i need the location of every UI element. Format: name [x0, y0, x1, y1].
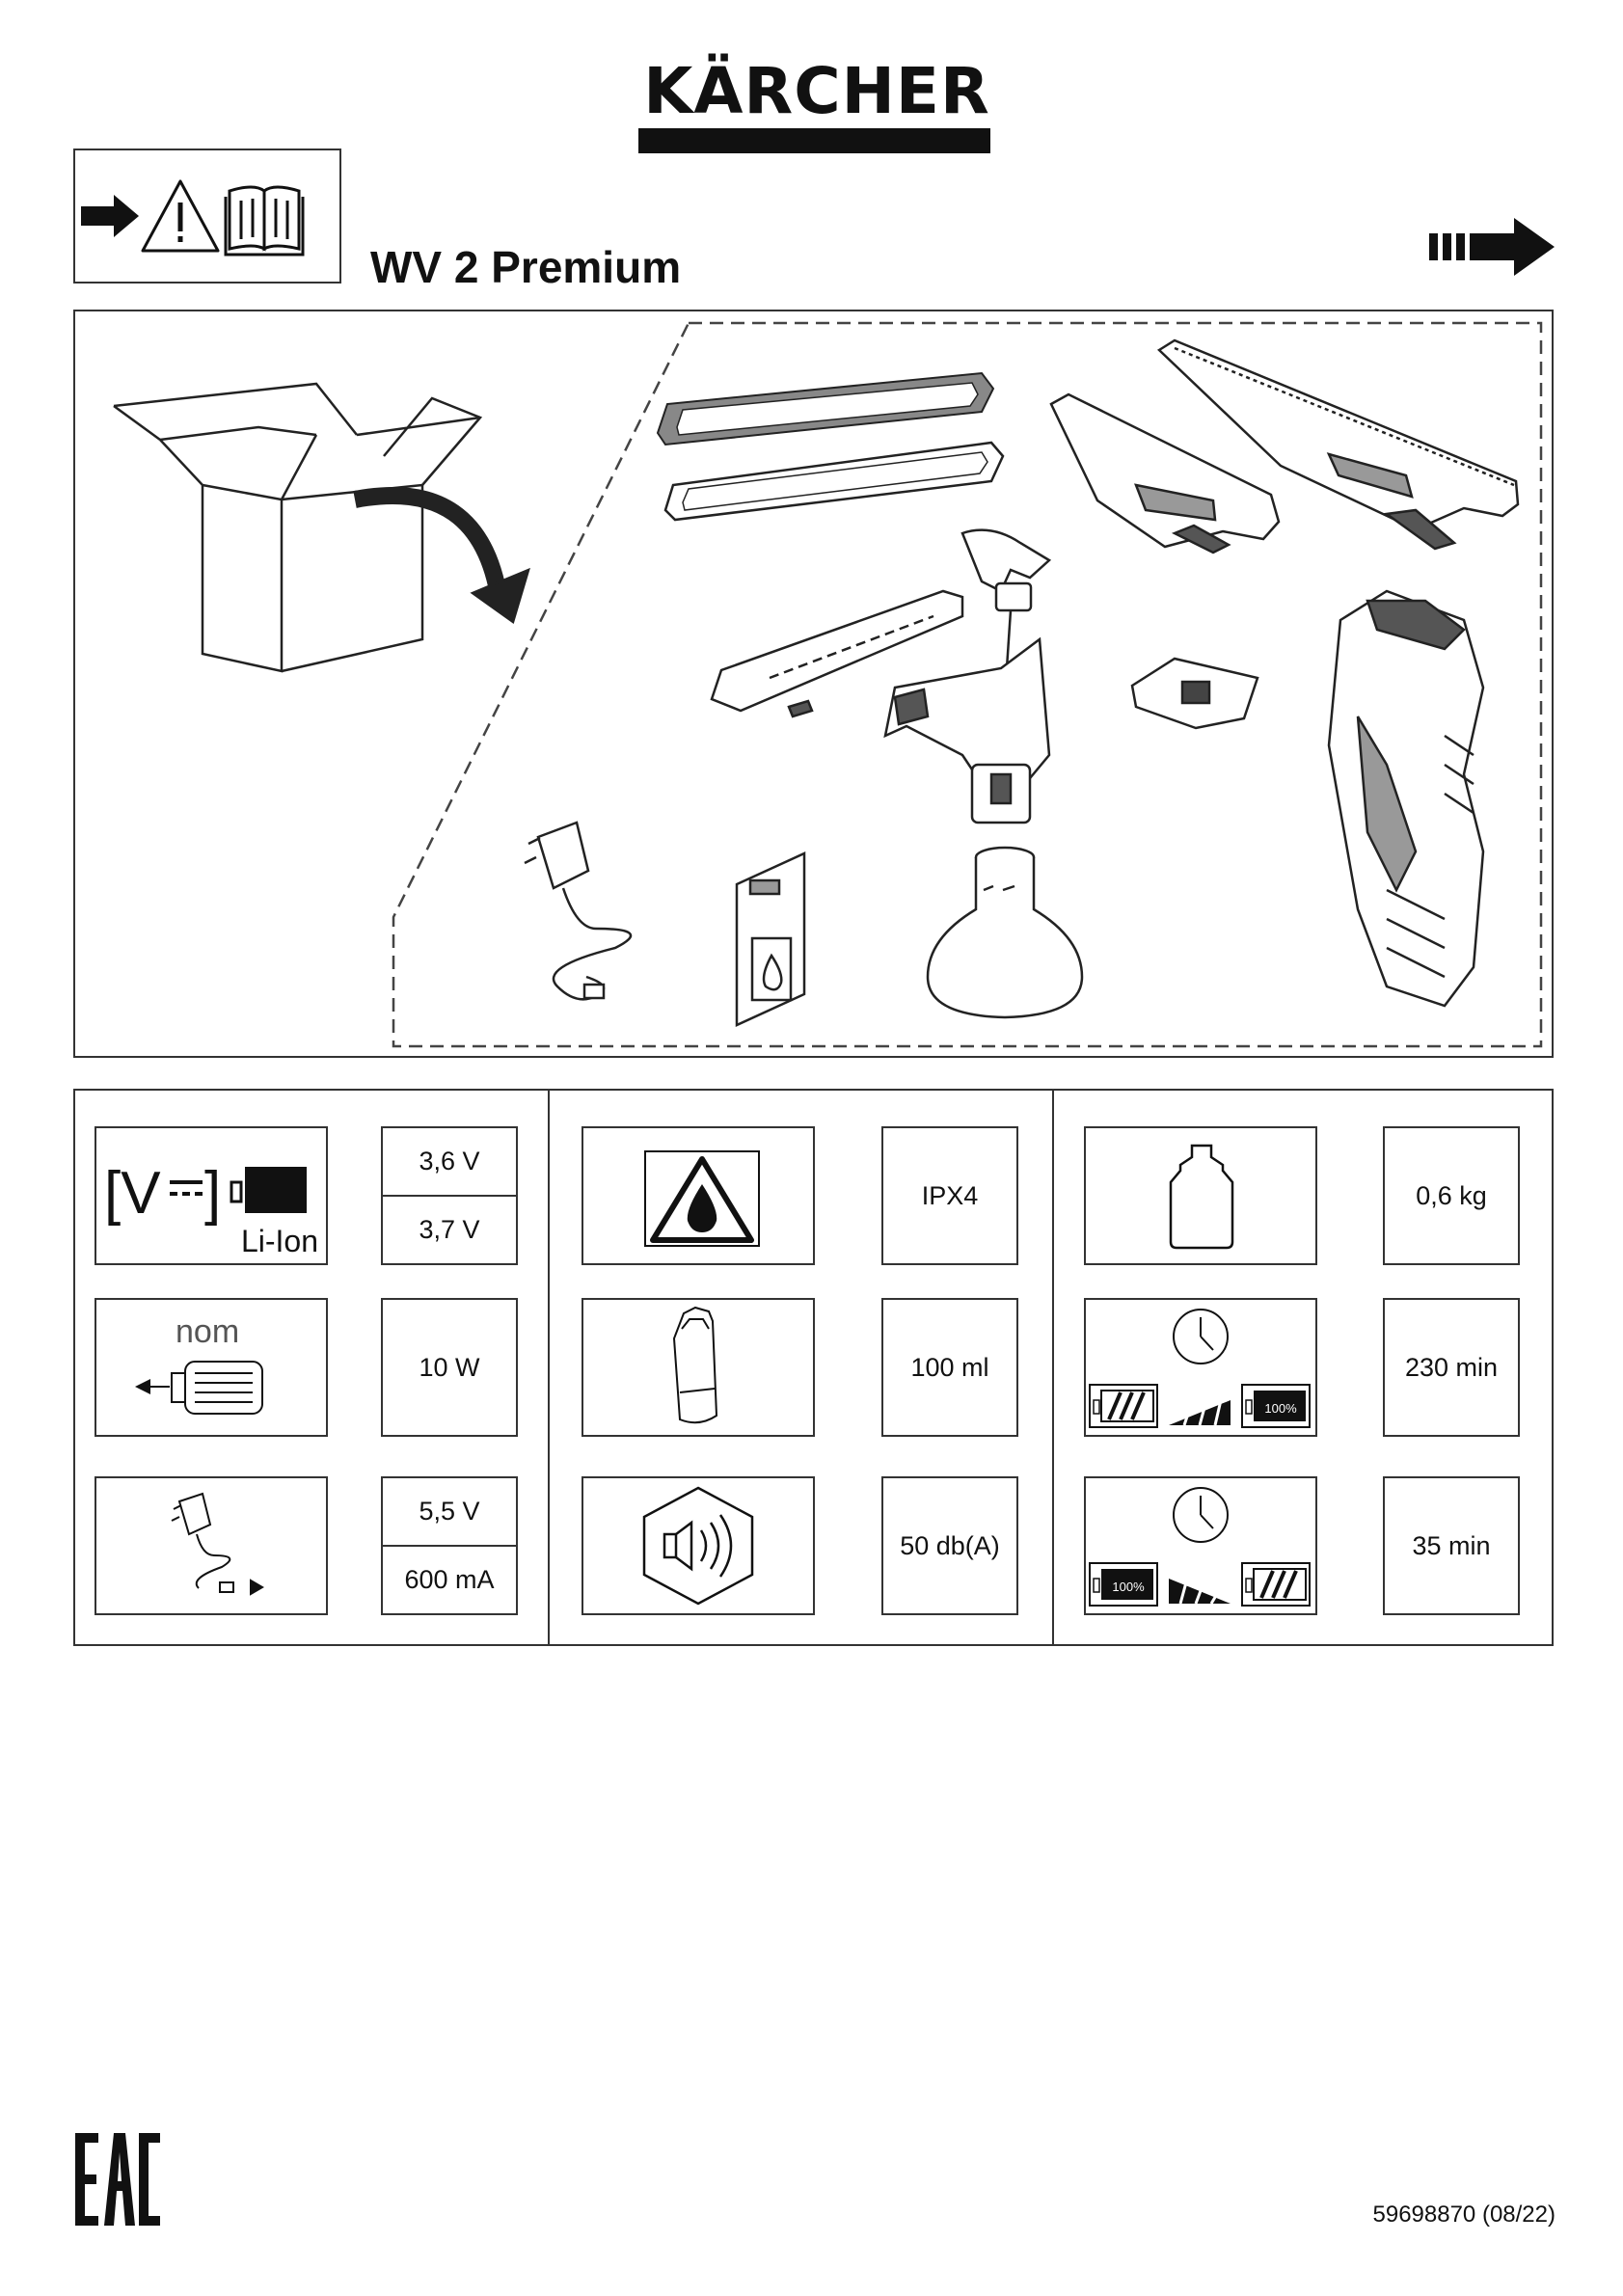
model-title: WV 2 Premium: [370, 242, 682, 292]
spray-bottle: [926, 846, 1084, 1019]
charger: [524, 821, 633, 1001]
discharge-wedge-icon: [1169, 1399, 1231, 1426]
clock-icon: [1173, 1309, 1229, 1364]
arrow-right-icon: [81, 195, 139, 237]
battery-voltage-icon: [V ] Li-Ion: [95, 1126, 328, 1265]
charger-values: 5,5 V 600 mA: [381, 1476, 518, 1615]
runtime-value: 230 min: [1383, 1298, 1520, 1437]
safety-notice-box: [73, 149, 341, 284]
water-protection-icon: [582, 1126, 815, 1265]
eac-mark-icon: [75, 2133, 160, 2226]
brand-logo-bar: [638, 128, 990, 153]
noise-level-value: 50 db(A): [881, 1476, 1018, 1615]
next-page-arrow-icon: [1429, 218, 1555, 276]
weight-value: 0,6 kg: [1383, 1126, 1520, 1265]
protection-class-value: IPX4: [881, 1126, 1018, 1265]
rated-voltage-value: 3,6 V: [419, 1147, 480, 1175]
charger-icon: [95, 1476, 328, 1615]
battery-charged-icon: [1241, 1562, 1311, 1607]
storage-pad: [1130, 657, 1259, 730]
window-vac-device: [1327, 589, 1485, 1008]
charger-voltage-value: 5,5 V: [419, 1497, 480, 1526]
brand-logo: KÄRCHER: [643, 54, 990, 128]
microfibre-cloth-dark: [656, 371, 995, 446]
battery-full-badge: 100%: [1264, 1401, 1297, 1416]
power-value: 10 W: [381, 1298, 518, 1437]
charger-current-value: 600 mA: [383, 1545, 516, 1613]
nominal-label: nom: [176, 1313, 240, 1350]
svg-text:]: ]: [204, 1160, 221, 1227]
battery-full-icon: [1089, 1562, 1158, 1607]
scope-of-delivery-panel: [73, 310, 1554, 1058]
motor-power-icon: nom: [95, 1298, 328, 1437]
svg-text:[V: [V: [104, 1160, 161, 1227]
document-code: 59698870 (08/22): [1372, 2201, 1556, 2228]
wiper-attachment: [710, 589, 964, 718]
warning-triangle-icon: [141, 179, 220, 253]
column-divider: [548, 1091, 550, 1644]
tank-capacity-value: 100 ml: [881, 1298, 1018, 1437]
charging-time-icon: 100%: [1084, 1476, 1317, 1615]
suction-nozzle-wide: [1156, 338, 1520, 551]
column-divider: [1052, 1091, 1054, 1644]
water-tank-icon: [582, 1298, 815, 1437]
microfibre-cloth-light: [663, 441, 1005, 522]
charge-wedge-icon: [1169, 1579, 1231, 1605]
voltage-values: 3,6 V 3,7 V: [381, 1126, 518, 1265]
cleaner-concentrate: [735, 851, 806, 1027]
clock-icon: [1173, 1487, 1229, 1543]
technical-data-panel: [V ] Li-Ion 3,6 V 3,7 V nom 10 W: [73, 1089, 1554, 1646]
battery-type-label: Li-Ion: [240, 1224, 318, 1258]
charging-time-value: 35 min: [1383, 1476, 1520, 1615]
noise-level-icon: [582, 1476, 815, 1615]
battery-empty-icon: [1089, 1384, 1158, 1428]
nominal-voltage-value: 3,7 V: [383, 1195, 516, 1263]
spray-bottle-head: [883, 528, 1052, 824]
suction-nozzle-small: [1049, 392, 1281, 554]
battery-full-badge: 100%: [1112, 1580, 1145, 1594]
battery-runtime-icon: 100%: [1084, 1298, 1317, 1437]
battery-full-icon: [1241, 1384, 1311, 1428]
weight-icon: [1084, 1126, 1317, 1265]
box-unpacking-icon: [113, 382, 530, 673]
manual-book-icon: [224, 185, 305, 257]
